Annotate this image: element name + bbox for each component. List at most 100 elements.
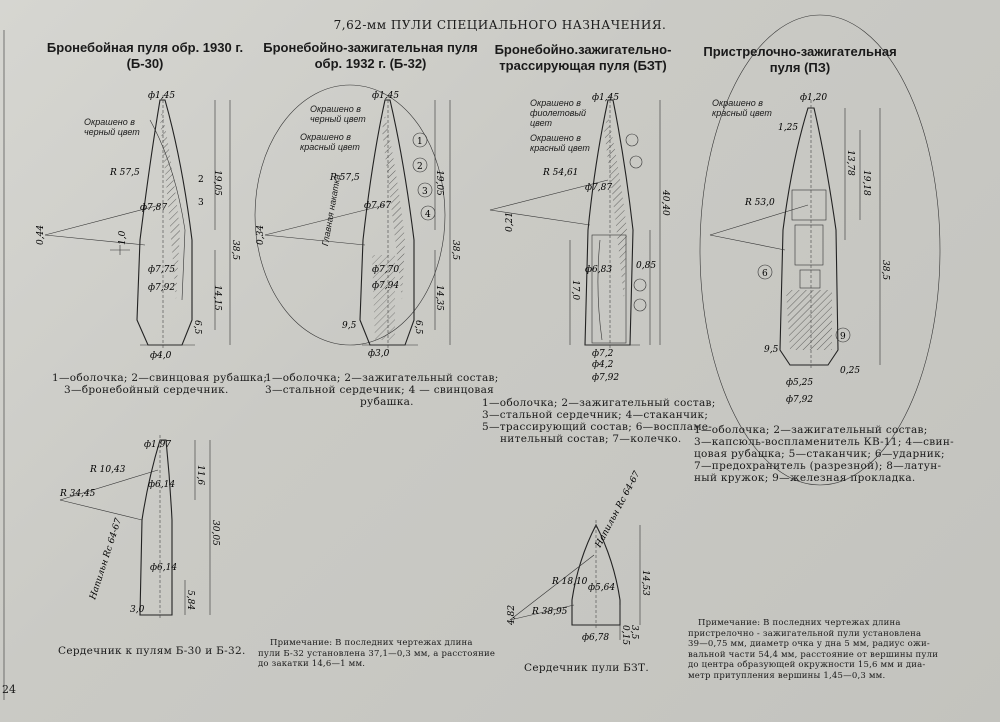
core-bzt-dim-r1810: R 18,10: [551, 577, 588, 587]
core-bzt-dim-1453: 14,53: [640, 570, 650, 596]
svg-text:3: 3: [198, 198, 204, 208]
bzt-dim-085: 0,85: [636, 261, 656, 271]
bzt-dim-170: 17,0: [570, 280, 580, 300]
core-bzt-caption: Сердечник пули БЗТ.: [524, 662, 649, 674]
pz-dim-385: 38,5: [880, 260, 890, 280]
core-b-dim-tip: ф1,97: [144, 440, 171, 450]
b30-dim-044: 0,44: [36, 225, 46, 245]
pz-dim-d792: ф7,92: [786, 395, 813, 405]
core-b-dim-116: 11,6: [195, 465, 205, 485]
core-bzt-dim-015: 0,15: [620, 625, 630, 645]
pz-dim-125: 1,25: [778, 123, 798, 133]
core-bzt-dim-482: 4,82: [507, 605, 517, 626]
bzt-dim-d792: ф7,92: [592, 373, 619, 383]
b32-dim-d794: ф7,94: [372, 281, 399, 291]
pz-dim-d525: ф5,25: [786, 378, 813, 388]
bullet-bzt-title: Бронебойно.зажигательно-трассирующая пул…: [494, 42, 672, 73]
b32-dim-d30: ф3,0: [368, 349, 390, 359]
core-b-dim-r3445: R 34,45: [59, 489, 96, 499]
b30-dim-1415: 14,15: [212, 285, 222, 311]
svg-text:2: 2: [417, 162, 423, 172]
core-b-dim-d614b: ф6,14: [150, 563, 177, 573]
bzt-dim-d683: ф6,83: [585, 265, 612, 275]
pz-dim-1378: 13,78: [845, 150, 855, 176]
svg-text:6: 6: [762, 269, 768, 279]
bullet-pz-drawing: ф1,20 R 53,0 ф5,25 ф7,92 13,78 19,18 38,…: [699, 14, 941, 486]
note-b32: Примечание: В последних чертежах длина п…: [258, 638, 496, 669]
core-bzt-hardness: Напильн Rс 64-67: [593, 470, 642, 551]
bullet-bzt-legend: 1—оболочка; 2—зажигательный состав; 3—ст…: [482, 397, 716, 445]
b30-dim-385: 38,5: [230, 240, 240, 260]
b30-dim-10: 1,0: [118, 230, 128, 245]
b30-dim-1905: 19,05: [212, 170, 222, 196]
svg-text:4: 4: [425, 210, 431, 220]
b32-dim-1905: 19,05: [434, 170, 444, 196]
note-pz: Примечание: В последних чертежах длина п…: [688, 618, 939, 681]
b32-dim-radius: R 57,5: [329, 173, 360, 183]
svg-text:9: 9: [840, 332, 846, 342]
bzt-dim-d72: ф7,2: [592, 349, 614, 359]
pz-dim-025: 0,25: [840, 366, 860, 376]
b30-dim-d40: ф4,0: [150, 351, 172, 361]
bullet-b30-legend: 1—оболочка; 2—свинцовая рубашка; 3—броне…: [52, 372, 268, 396]
b30-dim-65: 6,5: [192, 320, 202, 335]
b32-dim-tip: ф1,45: [372, 91, 399, 101]
b30-dim-d787: ф7,87: [140, 203, 167, 213]
core-bzt-dim-d678: ф6,78: [582, 633, 609, 643]
svg-text:1: 1: [417, 137, 423, 147]
svg-text:2: 2: [198, 175, 204, 185]
bzt-dim-tip: ф1,45: [592, 93, 619, 103]
bullet-b30-title: Бронебойная пуля обр. 1930 г.(Б-30): [46, 40, 244, 71]
svg-text:3: 3: [422, 187, 428, 197]
core-b-dim-3005: 30,05: [210, 520, 220, 546]
bullet-b32-legend: 1—оболочка; 2—зажигательный состав; 3—ст…: [265, 372, 499, 408]
core-bzt-dim-35: 3,5: [629, 625, 639, 640]
b32-dim-95: 9,5: [342, 321, 357, 331]
bzt-dim-d42: ф4,2: [592, 360, 614, 370]
core-bzt-dim-d564: ф5,64: [588, 583, 615, 593]
pz-dim-1918: 19,18: [861, 170, 871, 196]
core-b-dim-d614a: ф6,14: [148, 480, 175, 490]
core-b30-b32-drawing: ф1,97 R 10,43 R 34,45 ф6,14 ф6,14 30,05 …: [59, 435, 220, 620]
b32-dim-034: 0,34: [256, 225, 266, 245]
b30-dim-d792: ф7,92: [148, 283, 175, 293]
b30-dim-radius: R 57,5: [109, 168, 140, 178]
core-b-dim-30: 3,0: [130, 605, 145, 615]
bzt-dim-021: 0,21: [505, 212, 515, 232]
pz-dim-95: 9,5: [764, 345, 779, 355]
b30-dim-tip: ф1,45: [148, 91, 175, 101]
core-bzt-drawing: R 18,10 R 38,95 ф5,64 ф6,78 14,53 4,82 0…: [507, 520, 650, 645]
b32-dim-65: 6,5: [413, 320, 423, 335]
core-b-hardness: Напильн Rс 64-67: [88, 517, 124, 602]
bullet-pz-legend: 1—оболочка; 2—зажигательный состав; 3—ка…: [694, 424, 954, 484]
b32-dim-385: 38,5: [450, 240, 460, 260]
bzt-dim-d787: ф7,87: [585, 183, 612, 193]
bullet-b32-drawing: ф1,45 R 57,5 ф7,67 ф7,70 ф7,94 ф3,0 19,0…: [254, 84, 460, 359]
page-title: 7,62-мм ПУЛИ СПЕЦИАЛЬНОГО НАЗНАЧЕНИЯ.: [333, 18, 667, 32]
b32-dim-d767: ф7,67: [364, 201, 391, 211]
core-b-dim-r1043: R 10,43: [89, 465, 126, 475]
bzt-dim-4040: 40,40: [660, 189, 670, 216]
core-bzt-dim-r3895: R 38,95: [531, 607, 568, 617]
page-number: 24: [2, 683, 16, 696]
bullet-bzt-drawing: ф1,45 R 54,61 ф7,87 ф6,83 ф7,2 ф4,2 ф7,9…: [489, 93, 670, 383]
b32-dim-d770: ф7,70: [372, 265, 399, 275]
core-b-dim-584: 5,84: [185, 590, 195, 610]
bullet-b30-drawing: ф1,45 R 57,5 ф7,87 ф7,75 ф7,92 ф4,0 19,0…: [36, 91, 240, 361]
pz-dim-tip: ф1,20: [800, 93, 827, 103]
core-b30-b32-caption: Сердечник к пулям Б-30 и Б-32.: [58, 645, 246, 657]
bzt-dim-radius: R 54,61: [542, 168, 578, 178]
b30-dim-d775: ф7,75: [148, 265, 175, 275]
b32-dim-1435: 14,35: [434, 285, 444, 311]
pz-dim-radius: R 53,0: [744, 198, 775, 208]
